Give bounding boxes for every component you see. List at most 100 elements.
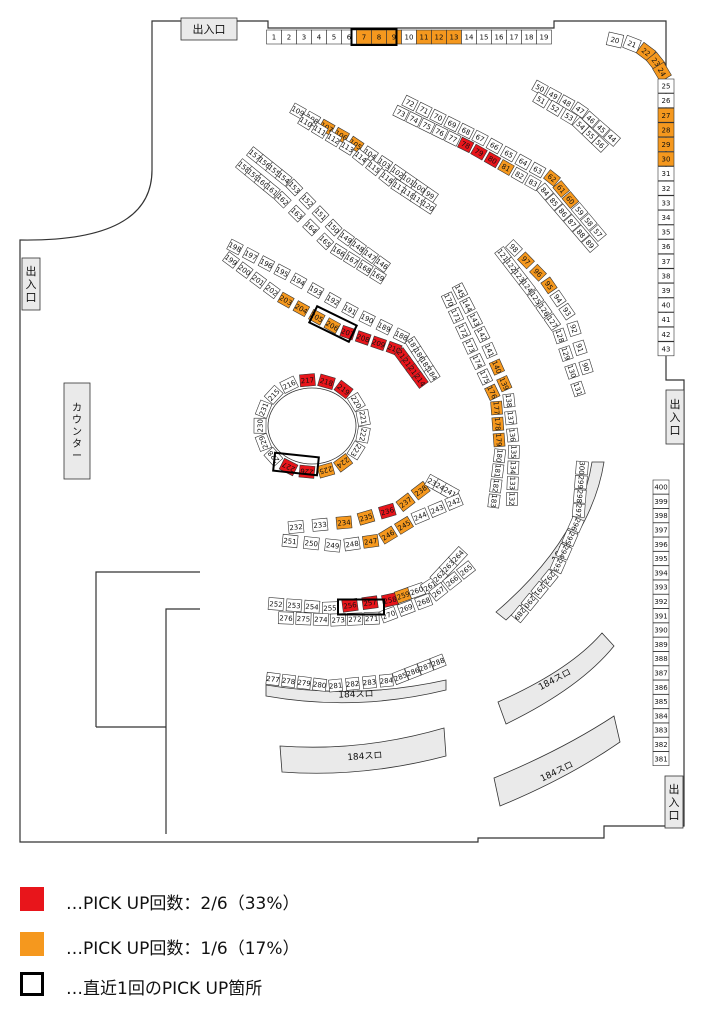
seat-219[interactable]: 219: [333, 379, 354, 400]
seat-299[interactable]: 299: [574, 474, 588, 490]
seat-385[interactable]: 385: [652, 694, 670, 709]
seat-138[interactable]: 138: [502, 393, 516, 408]
seat-12[interactable]: 12: [431, 29, 447, 45]
seat-89[interactable]: 89: [581, 235, 599, 253]
seat-283[interactable]: 283: [362, 675, 377, 690]
seat-289[interactable]: 289: [510, 604, 530, 624]
seat-175[interactable]: 175: [476, 368, 494, 386]
seat-148[interactable]: 148: [349, 237, 367, 256]
seat-396[interactable]: 396: [652, 536, 670, 552]
seat-20[interactable]: 20: [605, 31, 625, 49]
seat-78[interactable]: 78: [457, 136, 475, 154]
seat-140[interactable]: 140: [488, 358, 505, 376]
seat-129[interactable]: 129: [558, 345, 574, 362]
seat-83[interactable]: 83: [524, 174, 542, 192]
seat-133[interactable]: 133: [506, 476, 519, 491]
seat-203[interactable]: 203: [277, 291, 295, 309]
seat-98[interactable]: 98: [505, 239, 523, 257]
seat-196[interactable]: 196: [257, 255, 276, 272]
seat-390[interactable]: 390: [652, 622, 670, 638]
seat-42[interactable]: 42: [657, 326, 675, 342]
seat-36[interactable]: 36: [657, 239, 675, 254]
seat-38[interactable]: 38: [657, 268, 675, 284]
seat-97[interactable]: 97: [517, 251, 535, 270]
seat-288[interactable]: 288: [429, 653, 447, 671]
seat-149[interactable]: 149: [337, 229, 355, 247]
seat-398[interactable]: 398: [652, 508, 670, 523]
seat-135[interactable]: 135: [507, 444, 520, 459]
seat-40[interactable]: 40: [657, 297, 675, 313]
seat-151[interactable]: 151: [311, 205, 330, 224]
seat-387[interactable]: 387: [652, 665, 670, 681]
seat-197[interactable]: 197: [241, 246, 260, 264]
seat-284[interactable]: 284: [378, 673, 394, 688]
seat-139[interactable]: 139: [496, 375, 513, 393]
seat-76[interactable]: 76: [431, 123, 449, 141]
seat-273[interactable]: 273: [330, 613, 347, 627]
seat-267[interactable]: 267: [428, 582, 449, 602]
seat-257[interactable]: 257: [361, 595, 379, 610]
seat-145[interactable]: 145: [451, 282, 469, 300]
seat-35[interactable]: 35: [657, 224, 675, 240]
seat-7[interactable]: 7: [356, 29, 372, 45]
seat-184[interactable]: 184: [423, 365, 441, 383]
seat-216[interactable]: 216: [279, 375, 299, 394]
seat-74[interactable]: 74: [405, 111, 423, 128]
seat-195[interactable]: 195: [273, 263, 291, 281]
seat-85[interactable]: 85: [545, 193, 563, 211]
seat-399[interactable]: 399: [652, 493, 670, 509]
seat-44[interactable]: 44: [603, 129, 621, 147]
seat-92[interactable]: 92: [566, 320, 582, 337]
seat-242[interactable]: 242: [444, 493, 464, 511]
seat-73[interactable]: 73: [392, 104, 410, 122]
seat-163[interactable]: 163: [287, 204, 306, 223]
seat-13[interactable]: 13: [446, 29, 462, 45]
seat-297[interactable]: 297: [571, 503, 586, 518]
seat-6[interactable]: 6: [341, 29, 357, 45]
seat-90[interactable]: 90: [578, 358, 594, 376]
seat-61[interactable]: 61: [552, 180, 571, 198]
seat-180[interactable]: 180: [492, 448, 507, 464]
seat-110[interactable]: 110: [297, 113, 315, 131]
seat-253[interactable]: 253: [285, 598, 303, 613]
seat-300[interactable]: 300: [575, 460, 589, 476]
seat-392[interactable]: 392: [652, 594, 670, 609]
seat-37[interactable]: 37: [657, 253, 675, 269]
seat-79[interactable]: 79: [470, 143, 488, 161]
seat-218[interactable]: 218: [317, 373, 336, 391]
seat-67[interactable]: 67: [471, 129, 489, 147]
seat-18[interactable]: 18: [521, 29, 537, 45]
seat-86[interactable]: 86: [554, 203, 572, 222]
seat-248[interactable]: 248: [343, 536, 361, 552]
seat-202[interactable]: 202: [262, 281, 281, 300]
seat-71[interactable]: 71: [415, 101, 433, 119]
seat-24[interactable]: 24: [652, 61, 672, 83]
seat-1[interactable]: 1: [266, 29, 282, 45]
seat-178[interactable]: 178: [491, 416, 505, 432]
seat-80[interactable]: 80: [483, 151, 502, 169]
seat-382[interactable]: 382: [652, 737, 670, 752]
seat-388[interactable]: 388: [652, 651, 670, 666]
seat-43[interactable]: 43: [657, 341, 675, 357]
seat-258[interactable]: 258: [381, 592, 399, 608]
seat-394[interactable]: 394: [652, 565, 670, 581]
seat-227[interactable]: 227: [278, 457, 299, 477]
seat-237[interactable]: 237: [395, 492, 416, 512]
seat-41[interactable]: 41: [657, 312, 675, 327]
seat-229[interactable]: 229: [254, 432, 273, 452]
seat-285[interactable]: 285: [391, 668, 409, 686]
seat-266[interactable]: 266: [442, 571, 463, 591]
seat-400[interactable]: 400: [652, 479, 670, 495]
seat-137[interactable]: 137: [504, 410, 518, 426]
seat-173[interactable]: 173: [462, 337, 479, 355]
seat-383[interactable]: 383: [652, 722, 670, 738]
seat-209[interactable]: 209: [370, 335, 387, 352]
seat-188[interactable]: 188: [392, 327, 411, 344]
seat-291[interactable]: 291: [530, 580, 549, 600]
seat-62[interactable]: 62: [543, 169, 561, 187]
seat-292[interactable]: 292: [540, 568, 559, 588]
seat-96[interactable]: 96: [529, 263, 547, 282]
seat-75[interactable]: 75: [418, 117, 436, 134]
seat-53[interactable]: 53: [560, 108, 578, 126]
seat-244[interactable]: 244: [410, 507, 430, 526]
